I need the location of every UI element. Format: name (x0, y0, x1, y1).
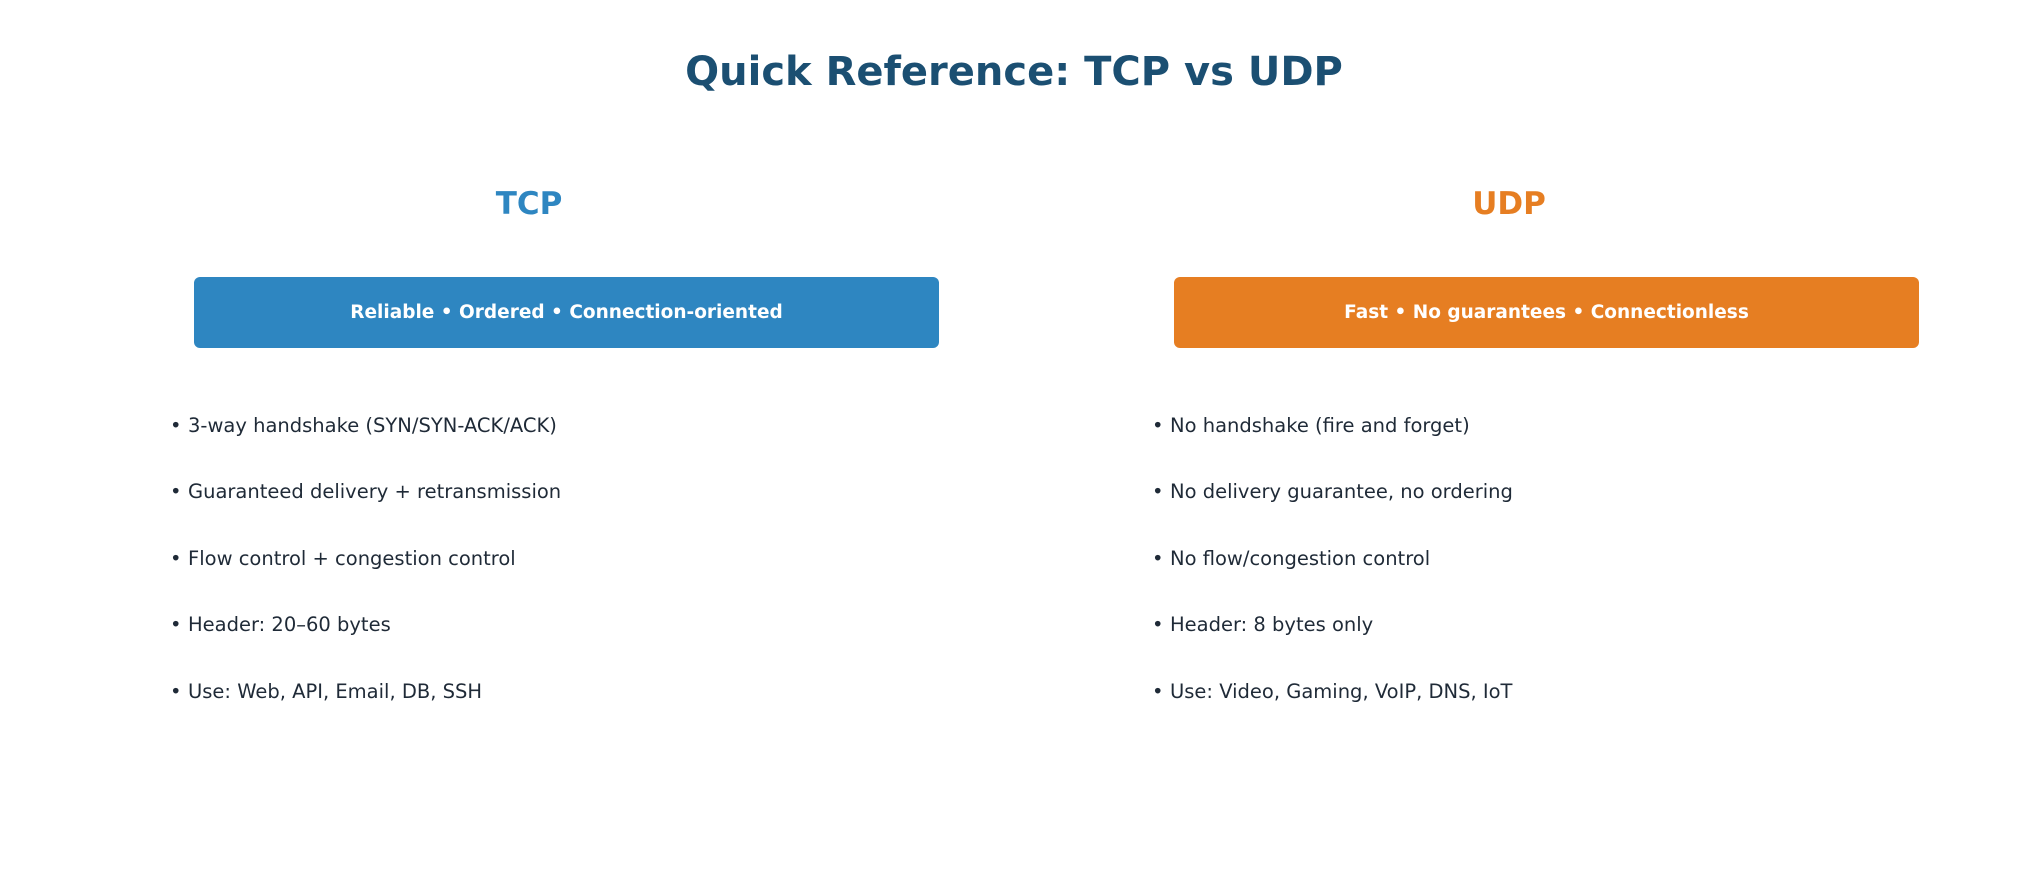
bullet-icon: • (1152, 613, 1164, 637)
udp-feature-text: Header: 8 bytes only (1170, 613, 1374, 637)
tcp-feature-text: Flow control + congestion control (188, 546, 516, 570)
udp-feature-item: •Header: 8 bytes only (1152, 609, 1513, 675)
bullet-icon: • (170, 480, 182, 504)
tcp-feature-text: 3-way handshake (SYN/SYN-ACK/ACK) (188, 414, 557, 437)
tcp-feature-item: •Guaranteed delivery + retransmission (170, 476, 561, 542)
udp-feature-item: • No handshake (fire and forget) (1152, 410, 1513, 476)
tcp-heading: TCP (495, 186, 563, 222)
bullet-icon: • (1152, 480, 1164, 504)
udp-feature-text: No delivery guarantee, no ordering (1170, 480, 1513, 504)
bullet-icon: • (1152, 546, 1164, 570)
tcp-feature-item: •Header: 20–60 bytes (170, 609, 561, 675)
udp-summary-text: Fast • No guarantees • Connectionless (1344, 302, 1749, 323)
tcp-feature-text: Header: 20–60 bytes (188, 613, 391, 637)
bullet-icon: • (170, 414, 182, 437)
tcp-summary-banner: Reliable • Ordered • Connection-oriented (194, 277, 939, 348)
page-title: Quick Reference: TCP vs UDP (685, 49, 1343, 95)
udp-heading: UDP (1472, 186, 1546, 222)
bullet-icon: • (170, 679, 182, 703)
tcp-feature-text: Guaranteed delivery + retransmission (188, 480, 562, 504)
bullet-icon: • (1152, 414, 1164, 437)
tcp-summary-text: Reliable • Ordered • Connection-oriented (350, 302, 783, 323)
bullet-icon: • (170, 613, 182, 637)
tcp-feature-list: •3-way handshake (SYN/SYN-ACK/ACK) •Guar… (170, 410, 561, 742)
udp-feature-text: No flow/congestion control (1170, 546, 1431, 570)
bullet-icon: • (170, 546, 182, 570)
udp-summary-banner: Fast • No guarantees • Connectionless (1174, 277, 1919, 348)
tcp-feature-item: •Use: Web, API, Email, DB, SSH (170, 676, 561, 742)
udp-feature-list: •No handshake (fire and forget) •No deli… (1152, 410, 1513, 742)
udp-feature-text: No handshake (fire and forget) (1170, 414, 1470, 437)
udp-feature-item: •No flow/congestion control (1152, 543, 1513, 609)
udp-feature-item: •No delivery guarantee, no ordering (1152, 476, 1513, 542)
tcp-feature-text: Use: Web, API, Email, DB, SSH (188, 679, 483, 703)
bullet-icon: • (1152, 679, 1164, 703)
udp-feature-text: Use: Video, Gaming, VoIP, DNS, IoT (1170, 679, 1513, 703)
udp-feature-item: •Use: Video, Gaming, VoIP, DNS, IoT (1152, 676, 1513, 742)
tcp-feature-item: •Flow control + congestion control (170, 543, 561, 609)
tcp-feature-item: • 3-way handshake (SYN/SYN-ACK/ACK) (170, 410, 561, 476)
